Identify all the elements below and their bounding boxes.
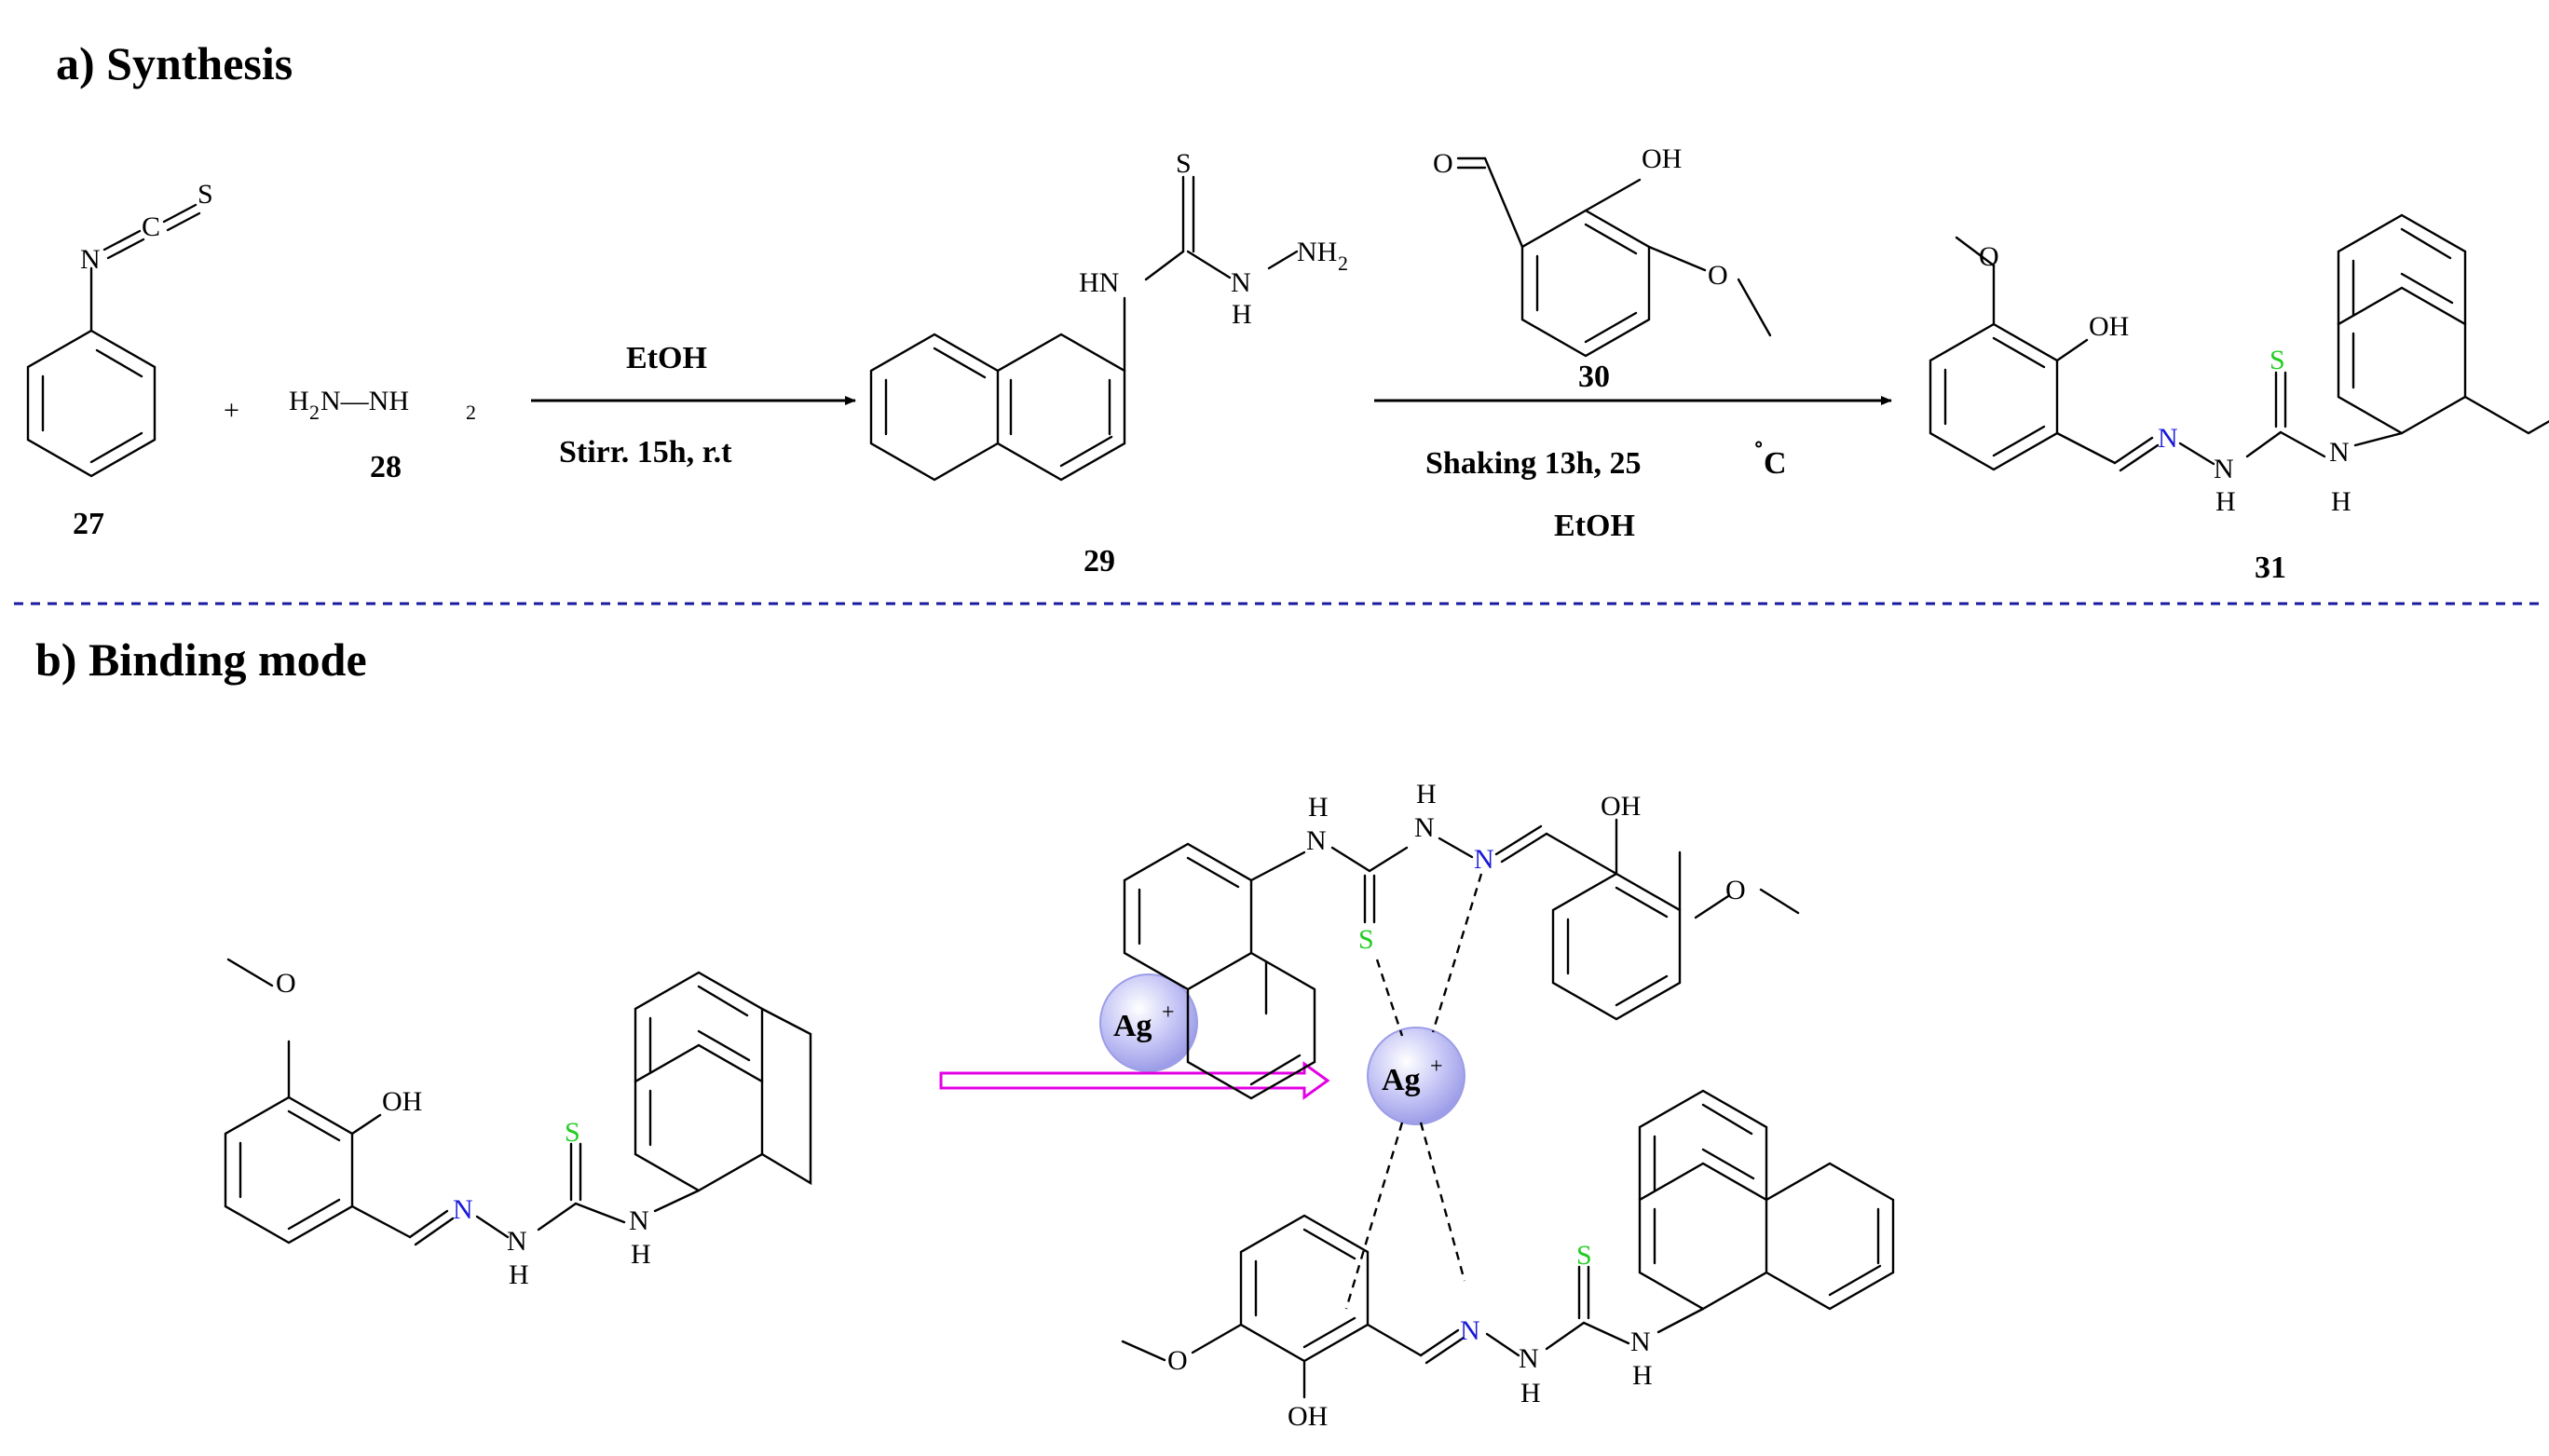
atom-s: S	[198, 179, 213, 210]
hydrazine-formula: N—NH	[320, 386, 409, 416]
atom-n-aryl-free: N	[629, 1205, 649, 1236]
complex-silver-ion-label: Ag	[1382, 1063, 1421, 1097]
compound-label-28: 28	[370, 450, 402, 484]
atom-s-up: S	[1358, 924, 1374, 955]
atom-o-me-free: O	[276, 968, 296, 999]
atom-hn-29: HN	[1079, 267, 1119, 298]
compound-label-29: 29	[1084, 544, 1115, 578]
atom-n-imine-down: N	[1460, 1315, 1480, 1346]
atom-n-31: N	[2214, 454, 2234, 484]
atom-n-imine-31: N	[2158, 423, 2178, 454]
atom-h-up-b: H	[1308, 792, 1329, 823]
atom-o-ald-30: O	[1433, 148, 1453, 179]
compound-31-structure: O OH N N H S N H	[1929, 213, 2549, 517]
heading-synthesis: a) Synthesis	[56, 37, 293, 89]
atom-oh-down: OH	[1288, 1401, 1328, 1432]
silver-ion-reagent: Ag +	[1099, 973, 1198, 1072]
compound-label-31: 31	[2255, 551, 2286, 585]
atom-n-up: N	[1414, 812, 1435, 843]
atom-oh-31: OH	[2089, 311, 2129, 342]
atom-s-down: S	[1576, 1240, 1592, 1271]
atom-n-imine-up: N	[1474, 844, 1494, 875]
atom-o-me-up: O	[1725, 875, 1746, 905]
atom-n-aryl-down: N	[1630, 1327, 1651, 1357]
atom-h-down-b: H	[1632, 1360, 1653, 1391]
complex-silver-ion-sphere	[1367, 1027, 1465, 1125]
ligand-free-structure: O OH N N H S N H	[224, 958, 812, 1290]
atom-h-down-a: H	[1520, 1378, 1541, 1408]
atom-oh-free: OH	[382, 1086, 422, 1117]
atom-o-me-31: O	[1979, 241, 1999, 272]
compound-30-structure: O OH O	[1433, 143, 1772, 358]
silver-ion-charge: +	[1162, 1000, 1175, 1025]
atom-nh2-sub-29: 2	[1338, 252, 1348, 275]
atom-n: N	[80, 244, 101, 275]
hydrazine-h: H	[289, 386, 309, 416]
magenta-reaction-arrow	[939, 1061, 1330, 1100]
atom-h-free-b: H	[631, 1239, 651, 1270]
atom-o-me-30: O	[1708, 260, 1728, 291]
step2-solvent: EtOH	[1554, 509, 1635, 543]
heading-binding-mode: b) Binding mode	[35, 633, 367, 686]
silver-ion-label: Ag	[1113, 1009, 1152, 1043]
atom-nh2-29: NH	[1297, 237, 1337, 267]
atom-h-up-a: H	[1416, 779, 1437, 810]
step1-solvent: EtOH	[626, 341, 707, 375]
atom-h-31a: H	[2215, 486, 2236, 517]
complex-silver-ion-charge: +	[1430, 1055, 1443, 1079]
compound-28-structure: H 2 N—NH 2	[289, 386, 476, 424]
atom-c: C	[142, 211, 160, 242]
hydrazine-sub: 2	[466, 401, 476, 424]
atom-h-31b: H	[2331, 486, 2351, 517]
step2-unit: C	[1764, 446, 1787, 481]
compound-27-structure: N C S	[26, 179, 213, 478]
atom-n-free: N	[507, 1226, 527, 1257]
compound-label-30: 30	[1578, 360, 1610, 394]
atom-oh-30: OH	[1642, 143, 1682, 174]
atom-oh-up: OH	[1601, 791, 1641, 822]
hydrazine-h-sub: 2	[309, 401, 320, 424]
atom-o-me-down: O	[1167, 1345, 1188, 1376]
step2-degree: ˚	[1753, 437, 1764, 471]
atom-s-free: S	[565, 1117, 580, 1148]
atom-n-aryl-up: N	[1306, 825, 1327, 856]
step2-conditions: Shaking 13h, 25	[1425, 446, 1642, 481]
atom-h-free-a: H	[509, 1259, 529, 1290]
atom-n-imine-free: N	[453, 1194, 473, 1225]
compound-29-structure: S HN N H NH 2	[869, 148, 1348, 482]
atom-h-29: H	[1232, 299, 1252, 330]
plus-sign: +	[224, 395, 239, 426]
atom-n-down: N	[1519, 1343, 1539, 1374]
atom-s-29: S	[1176, 148, 1192, 179]
ag-complex-structure: OH O N N H S N H Ag +	[1121, 779, 1895, 1432]
step1-conditions: Stirr. 15h, r.t	[559, 435, 732, 469]
atom-n-29: N	[1231, 267, 1251, 298]
atom-n-aryl-31: N	[2329, 437, 2350, 468]
compound-label-27: 27	[73, 507, 104, 541]
silver-ion-sphere	[1099, 973, 1198, 1072]
atom-s-31: S	[2270, 345, 2285, 375]
